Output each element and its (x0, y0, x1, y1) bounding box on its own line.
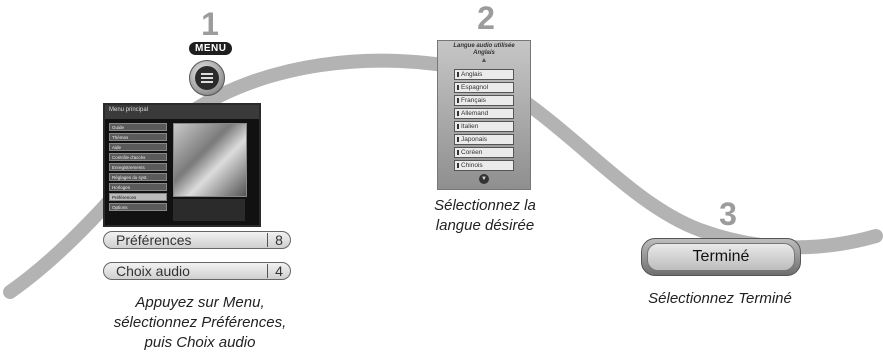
done-button[interactable]: Terminé (641, 238, 801, 276)
step-2-caption: Sélectionnez la langue désirée (395, 196, 575, 236)
step-3-caption: Sélectionnez Terminé (600, 289, 840, 309)
step-1-number: 1 (201, 6, 219, 42)
language-item[interactable]: Chinois (454, 160, 514, 171)
menu-screen-item: Options (109, 203, 167, 211)
menu-icon (195, 66, 219, 90)
done-button-label: Terminé (647, 243, 795, 271)
step-2-number: 2 (477, 0, 495, 36)
preferences-label: Préférences (116, 232, 192, 248)
step-1-caption-line: puis Choix audio (144, 334, 256, 351)
menu-screen-title: Menu principal (105, 105, 259, 119)
menu-screen-item: Préférences (109, 193, 167, 201)
menu-screen-item: Réglages du syst. (109, 173, 167, 181)
row-divider (267, 264, 268, 278)
audio-choice-row: Choix audio 4 (103, 262, 291, 280)
menu-button-label: MENU (189, 42, 233, 55)
menu-screen-item: Enregistrements (109, 163, 167, 171)
language-item[interactable]: Anglais (454, 69, 514, 80)
menu-screen-item: Aide (109, 143, 167, 151)
language-item[interactable]: Japonais (454, 134, 514, 145)
menu-screen-info (173, 199, 245, 221)
menu-screen-item: Thèmes (109, 133, 167, 141)
menu-screen-item: Horloges (109, 183, 167, 191)
language-item[interactable]: Coréen (454, 147, 514, 158)
panel-title: Langue audio utilisée (453, 43, 515, 49)
main-menu-screen: Menu principal Guide Thèmes Aide Contrôl… (103, 103, 261, 227)
step-1-caption: Appuyez sur Menu, sélectionnez Préférenc… (80, 293, 320, 353)
language-item[interactable]: Italien (454, 121, 514, 132)
scroll-up-icon: ▲ (480, 57, 488, 64)
menu-button[interactable] (189, 60, 225, 96)
step-1-caption-line: Appuyez sur Menu, (135, 294, 265, 311)
step-2-caption-line: Sélectionnez la (434, 197, 536, 214)
audio-choice-number: 4 (275, 263, 283, 279)
language-item[interactable]: Français (454, 95, 514, 106)
step-3-caption-line: Sélectionnez Terminé (648, 290, 792, 307)
language-item[interactable]: Allemand (454, 108, 514, 119)
menu-screen-preview (173, 123, 247, 197)
menu-screen-item: Contrôle d'accès (109, 153, 167, 161)
language-item[interactable]: Espagnol (454, 82, 514, 93)
menu-screen-item: Guide (109, 123, 167, 131)
language-list: Anglais Espagnol Français Allemand Itali… (437, 40, 531, 190)
audio-choice-label: Choix audio (116, 263, 190, 279)
row-divider (267, 233, 268, 247)
panel-current-language: Anglais (473, 50, 495, 56)
step-3-number: 3 (719, 196, 737, 232)
menu-screen-list: Guide Thèmes Aide Contrôle d'accès Enreg… (109, 123, 167, 213)
step-1-caption-line: sélectionnez Préférences, (113, 314, 287, 331)
step-2-caption-line: langue désirée (435, 217, 535, 234)
preferences-row: Préférences 8 (103, 231, 291, 249)
scroll-down-icon[interactable]: ▼ (479, 174, 489, 184)
preferences-number: 8 (275, 232, 283, 248)
